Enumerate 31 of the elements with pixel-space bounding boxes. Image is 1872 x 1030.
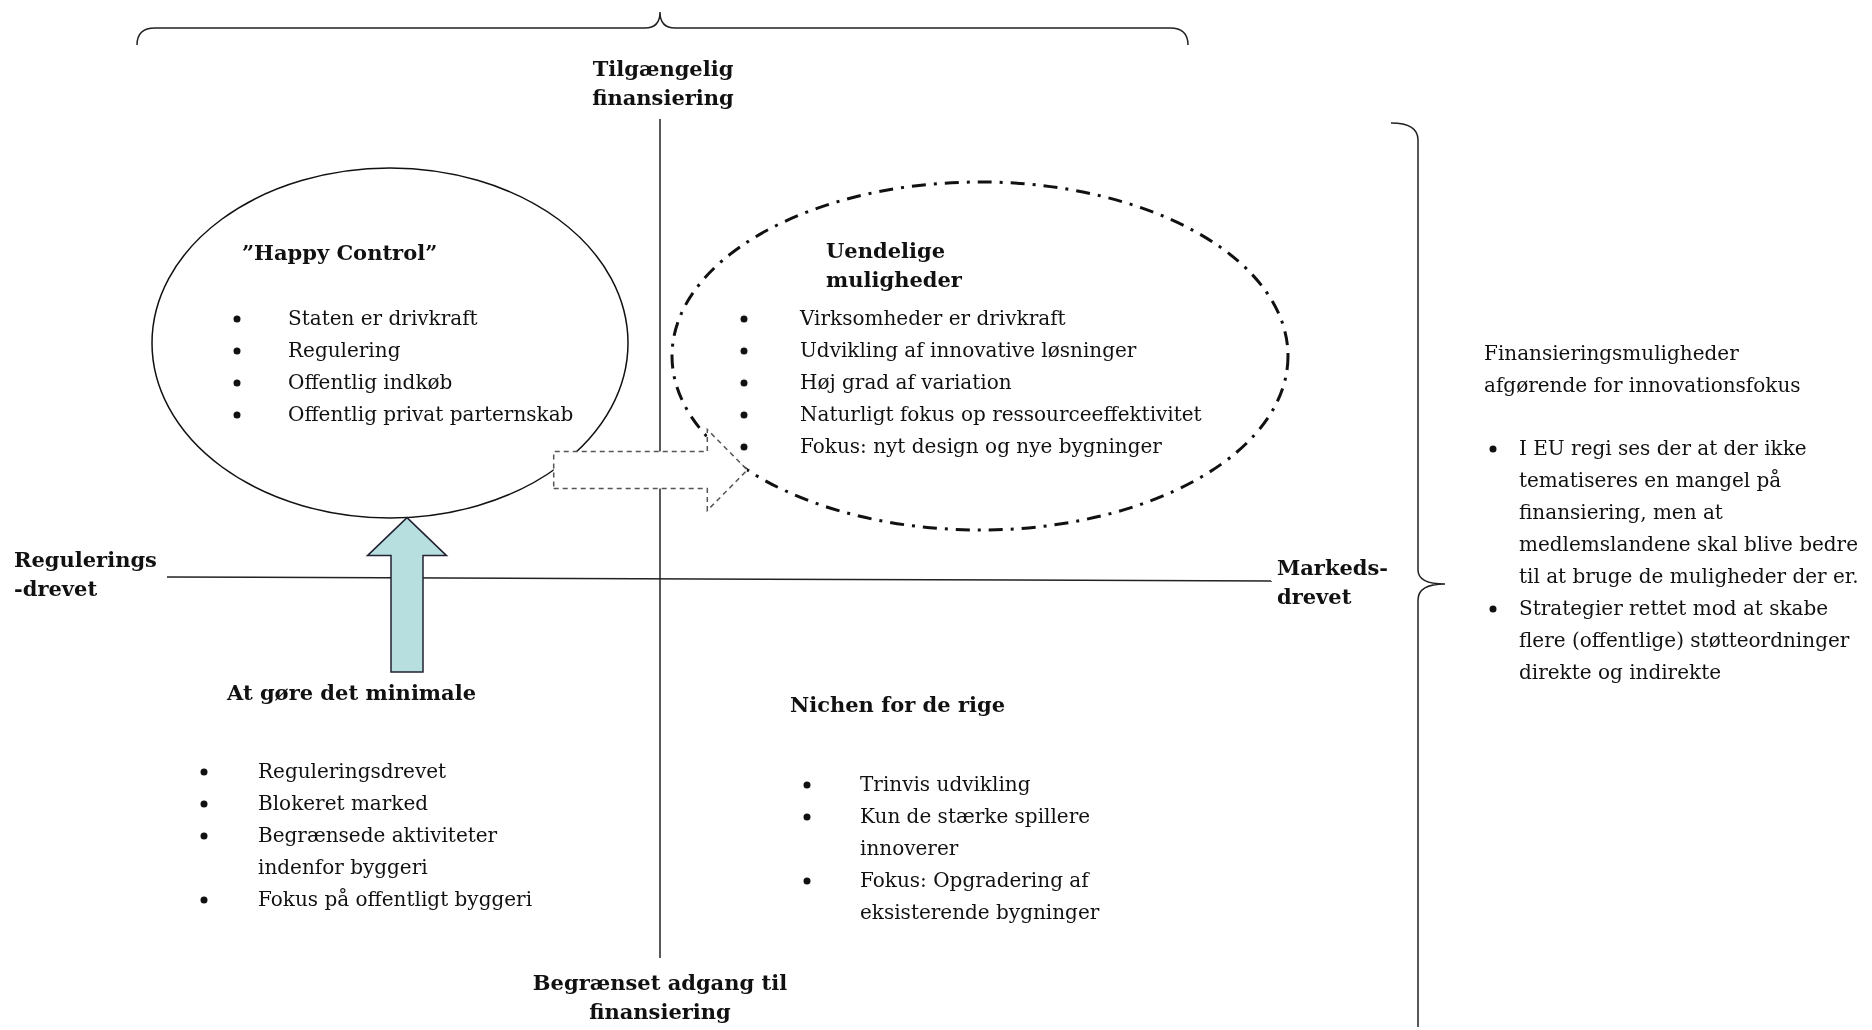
bullet-item: Fokus: Opgradering af eksisterende bygninger — [860, 867, 1101, 926]
bullet-item: Trinvis udvikling — [860, 771, 1032, 798]
paragraph: Finansieringsmuligheder afgørende for innovationsfokus — [1484, 340, 1802, 399]
axis-label: Begrænset adgang til finansiering — [531, 969, 789, 1026]
ellipse-node — [670, 180, 1290, 532]
bullet-item: Naturligt fokus op ressourceeffektivitet — [800, 401, 1203, 428]
bullet-item: Fokus: nyt design og nye bygninger — [800, 433, 1163, 460]
axis-label: Tilgængelig finansiering — [591, 55, 735, 112]
heading: Uendelige muligheder — [826, 237, 963, 294]
bullet-item: Strategier rettet mod at skabe flere (offentlige) støtteordninger direkte og indirekte — [1519, 595, 1851, 686]
bullet-item: Begrænsede aktiviteter indenfor byggeri — [258, 822, 499, 881]
bullet-item: Virksomheder er drivkraft — [800, 305, 1067, 332]
block-arrow — [365, 516, 449, 673]
bullet-item: Regulering — [288, 337, 402, 364]
block-arrow — [552, 427, 749, 513]
axis-label: Markeds- drevet — [1277, 554, 1389, 611]
heading: Nichen for de rige — [790, 691, 1007, 719]
bullet-item: Kun de stærke spillere innoverer — [860, 803, 1092, 862]
bullet-item: Offentlig privat parternskab — [288, 401, 575, 428]
heading: ”Happy Control” — [242, 239, 439, 267]
bullet-item: Udvikling af innovative løsninger — [800, 337, 1138, 364]
axis-label: Regulerings -drevet — [14, 546, 158, 603]
bullet-item: Fokus på offentligt byggeri — [258, 886, 534, 913]
bullet-item: Høj grad af variation — [800, 369, 1013, 396]
bullet-item: Offentlig indkøb — [288, 369, 454, 396]
bullet-item: Blokeret marked — [258, 790, 430, 817]
ellipse-node — [150, 166, 630, 520]
heading: At gøre det minimale — [227, 679, 478, 707]
bullet-item: I EU regi ses der at der ikke tematiseres en mangel på finansiering, men at medlemslandene skal blive bedre til at bruge de muligheder der er. — [1519, 435, 1860, 590]
bullet-item: Staten er drivkraft — [288, 305, 479, 332]
bullet-item: Reguleringsdrevet — [258, 758, 448, 785]
